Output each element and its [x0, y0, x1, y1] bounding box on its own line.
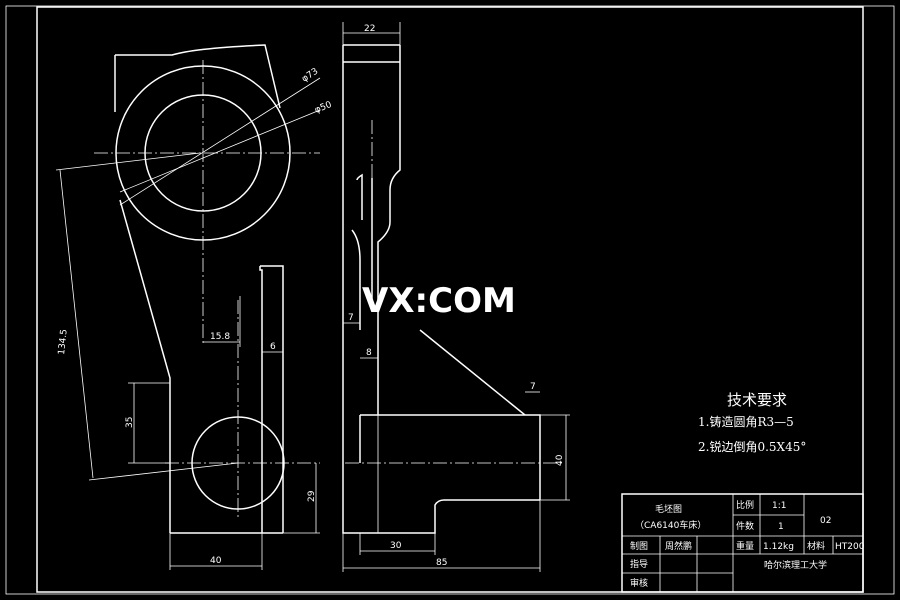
- tb-weight-label: 重量: [736, 540, 754, 552]
- dim-40v: 40: [555, 454, 565, 466]
- front-top-edge: [115, 44, 281, 109]
- tb-drawing-name: 毛坯图: [655, 503, 682, 515]
- tb-qty-value: 1: [778, 522, 784, 532]
- dim-6: 6: [270, 342, 276, 352]
- tb-drawn-name: 周然鹏: [665, 540, 692, 552]
- front-view: φ73 φ50 134.5 35 15.8 6 29 40: [55, 44, 334, 570]
- d73-leader: [119, 77, 321, 206]
- requirements-title: 技术要求: [727, 391, 787, 409]
- side-outline-left: [342, 45, 540, 534]
- slot-left-lower: [351, 229, 361, 330]
- ext-line-134-top: [55, 152, 201, 171]
- boss-outline: [360, 414, 541, 500]
- dim-7b: 7: [530, 382, 536, 392]
- d50-leader: [119, 109, 321, 193]
- tb-review-label: 审核: [630, 577, 648, 589]
- dim-22: 22: [364, 24, 375, 34]
- tb-school: 哈尔滨理工大学: [764, 559, 827, 571]
- tb-drawn-label: 制图: [630, 540, 648, 552]
- tb-drawing-no: 02: [820, 516, 831, 526]
- tb-qty-label: 件数: [736, 520, 754, 532]
- tb-weight-value: 1.12kg: [763, 542, 794, 552]
- rib-line: [419, 329, 526, 416]
- dim-29: 29: [307, 490, 317, 502]
- dim-d73: φ73: [300, 67, 320, 85]
- arm-left-edge: [119, 199, 171, 533]
- dim-line-134: [59, 169, 94, 479]
- tb-scale-value: 1:1: [772, 501, 786, 511]
- arm-inner-line: [259, 266, 263, 533]
- dim-35: 35: [125, 417, 135, 428]
- drawing-frame: [36, 6, 864, 593]
- requirement-1: 1.铸造圆角R3—5: [698, 414, 794, 429]
- tb-instructor-label: 指导: [630, 558, 648, 570]
- dim-8: 8: [366, 348, 372, 358]
- dim-40h: 40: [210, 556, 222, 566]
- slot-left-top: [356, 173, 363, 220]
- dim-85: 85: [436, 558, 447, 568]
- tb-subtitle: （CA6140车床）: [635, 519, 706, 531]
- requirement-2: 2.锐边倒角0.5X45°: [698, 440, 806, 454]
- dim-d50: φ50: [313, 100, 333, 116]
- tb-scale-label: 比例: [736, 499, 754, 511]
- title-block-border: [621, 493, 864, 593]
- dim-30: 30: [390, 541, 402, 551]
- dim-134: 134.5: [57, 329, 70, 356]
- ext-line-134-bottom: [88, 462, 239, 481]
- side-outline-right: [377, 45, 401, 415]
- outer-border: [5, 5, 895, 595]
- watermark-logo: VX:COM: [362, 281, 516, 321]
- side-view: 22 7 8 7 40 30 85: [342, 22, 570, 572]
- tb-material-value: HT200: [835, 542, 865, 552]
- dim-7a: 7: [348, 313, 354, 323]
- tb-material-label: 材料: [807, 540, 825, 552]
- title-block: 毛坯图 （CA6140车床） 比例 1:1 件数 1 02 制图 周然鹏 重量 …: [621, 493, 865, 593]
- arm-right-edge: [260, 265, 284, 533]
- dim-15: 15.8: [210, 332, 230, 342]
